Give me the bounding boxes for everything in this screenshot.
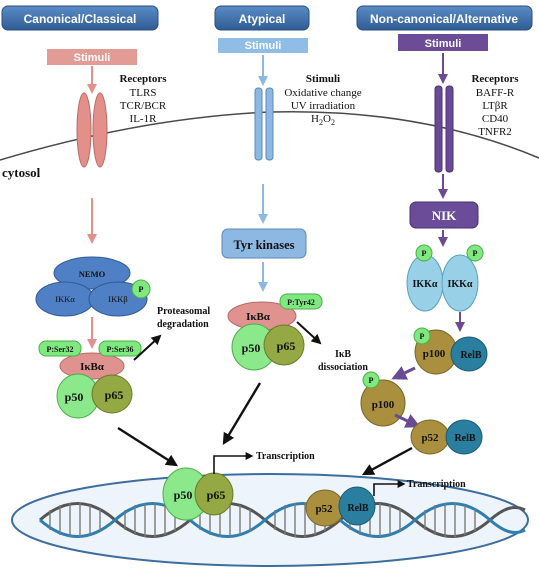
p100-phospho: P: [420, 332, 425, 341]
p100-relb-complex: P p100 RelB: [413, 327, 488, 375]
ikba-atypical-label: IκBα: [246, 311, 271, 323]
header-noncanonical-text: Non-canonical/Alternative: [370, 12, 518, 26]
p100-free-label: p100: [372, 399, 395, 411]
stimuli-atypical: Stimuli: [218, 38, 308, 53]
p50-atypical-label: p50: [242, 341, 261, 355]
relb-label-1: RelB: [460, 350, 481, 361]
relb-label-2: RelB: [454, 433, 475, 444]
header-atypical: Atypical: [214, 5, 310, 31]
ikka-label: IKKα: [55, 294, 75, 304]
tyr42-label: P:Tyr42: [287, 298, 315, 307]
p50-p65-atypical: p50 p65: [231, 323, 305, 371]
receptor-tnfr2: TNFR2: [478, 126, 512, 138]
stimulus-oxidative: Oxidative change: [284, 87, 361, 99]
p65-canonical-label: p65: [105, 388, 124, 402]
p50-p65-nucleus: p50 p65: [162, 467, 234, 521]
header-atypical-text: Atypical: [239, 12, 286, 26]
ikka-dimer: P P IKKα IKKα: [406, 244, 484, 312]
p52-label-1: p52: [421, 432, 439, 444]
p100-label: p100: [423, 348, 446, 360]
receptor-noncanonical: [434, 85, 454, 173]
nik-label: NIK: [432, 208, 457, 223]
dissociation-line2: dissociation: [318, 362, 368, 373]
nemo-label: NEMO: [79, 269, 106, 279]
receptor-tlrs: TLRS: [130, 87, 157, 99]
dissociation-line1: IκB: [335, 349, 351, 360]
stimuli-atypical-title: Stimuli: [306, 73, 340, 85]
stimulus-h2o2: H2O2: [311, 113, 335, 127]
p65-nucleus-label: p65: [207, 488, 226, 502]
ikka-right-label: IKKα: [447, 279, 472, 290]
ikk-complex: NEMO IKKα IKKβ P: [35, 256, 151, 317]
ikba-atypical: P:Tyr42 IκBα: [227, 293, 323, 331]
stimuli-noncanonical: Stimuli: [398, 34, 488, 51]
p100-free: P p100: [360, 371, 406, 427]
p52-nucleus-label: p52: [315, 503, 333, 515]
receptor-ltbr: LTβR: [482, 100, 508, 112]
ikka-phospho-left: P: [422, 249, 427, 258]
p52-relb-complex: p52 RelB: [410, 419, 483, 455]
ikba-canonical: P:Ser32 P:Ser36 IκBα: [38, 340, 142, 380]
tyr-kinases-box: Tyr kinases: [221, 228, 307, 259]
ikka-phospho-right: P: [473, 249, 478, 258]
stimulus-uv: UV irradiation: [291, 100, 356, 112]
ikk-phospho-label: P: [139, 285, 144, 294]
p52-relb-nucleus: p52 RelB: [305, 486, 376, 527]
tyr-kinases-label: Tyr kinases: [233, 238, 294, 252]
transcription-label-2: Transcription: [407, 479, 466, 490]
receptor-il1r: IL-1R: [130, 113, 158, 125]
degradation-line1: Proteasomal: [157, 306, 210, 317]
cytosol-label: cytosol: [2, 165, 41, 180]
receptors-noncanonical-title: Receptors: [471, 73, 519, 85]
p65-atypical-label: p65: [277, 339, 296, 353]
stimuli-atypical-text: Stimuli: [245, 40, 282, 52]
relb-nucleus-label: RelB: [347, 503, 368, 514]
dna-helix: [39, 502, 526, 538]
p50-nucleus-label: p50: [174, 488, 193, 502]
ikka-left-label: IKKα: [412, 279, 437, 290]
p100-free-phospho: P: [369, 376, 374, 385]
header-canonical: Canonical/Classical: [1, 5, 159, 31]
receptor-cd40: CD40: [482, 113, 509, 125]
receptor-baffr: BAFF-R: [476, 87, 515, 99]
degradation-line2: degradation: [157, 319, 209, 330]
ikkb-label: IKKβ: [108, 294, 127, 304]
nik-box: NIK: [409, 201, 479, 229]
stimuli-canonical-text: Stimuli: [74, 52, 111, 64]
ikba-canonical-label: IκBα: [80, 361, 105, 373]
p50-canonical-label: p50: [65, 390, 84, 404]
transcription-label-1: Transcription: [256, 451, 315, 462]
header-noncanonical: Non-canonical/Alternative: [356, 5, 533, 31]
receptors-canonical-title: Receptors: [119, 73, 167, 85]
stimuli-canonical: Stimuli: [47, 49, 137, 65]
header-canonical-text: Canonical/Classical: [24, 12, 137, 26]
stimuli-noncanonical-text: Stimuli: [425, 38, 462, 50]
ser32-label: P:Ser32: [46, 345, 73, 354]
receptor-atypical: [254, 87, 274, 161]
receptor-canonical: [76, 92, 108, 168]
p50-p65-canonical: p50 p65: [56, 373, 133, 419]
receptor-tcr-bcr: TCR/BCR: [120, 100, 167, 112]
ser36-label: P:Ser36: [106, 345, 133, 354]
nucleus: [11, 473, 529, 567]
